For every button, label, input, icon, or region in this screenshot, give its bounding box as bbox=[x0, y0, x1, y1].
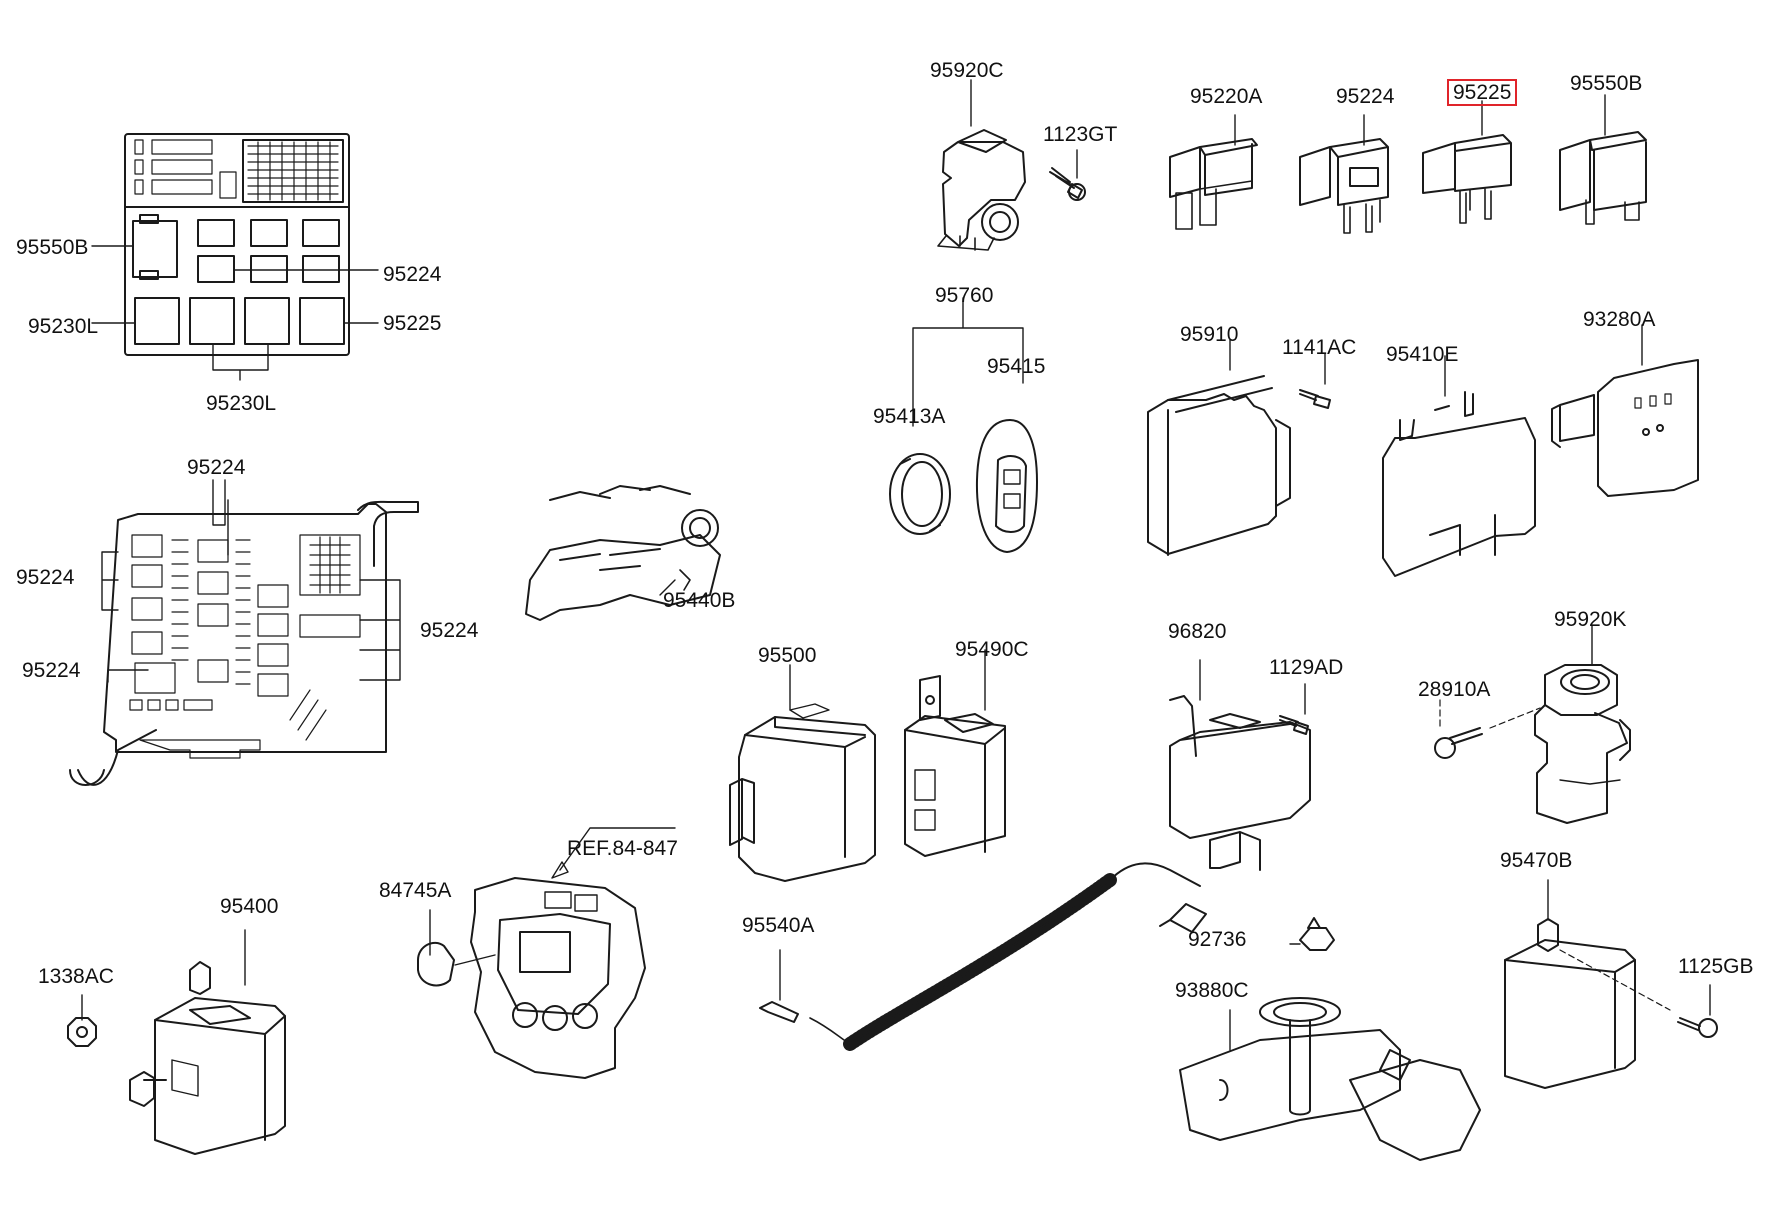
remote-set-95760 bbox=[889, 297, 1038, 553]
label-95920C: 95920C bbox=[930, 59, 1004, 82]
label-REF.84-847: REF.84-847 bbox=[567, 837, 678, 860]
module-95910 bbox=[1147, 339, 1291, 556]
label-95910: 95910 bbox=[1180, 323, 1239, 346]
ignition-lock-95440B bbox=[525, 485, 721, 621]
label-95415: 95415 bbox=[987, 355, 1046, 378]
module-95400 bbox=[129, 929, 286, 1155]
relay-95220A bbox=[1169, 114, 1258, 230]
label-95224-box: 95224 bbox=[383, 263, 442, 286]
label-95413A: 95413A bbox=[873, 405, 946, 428]
label-95760: 95760 bbox=[935, 284, 994, 307]
label-93880C: 93880C bbox=[1175, 979, 1249, 1002]
label-1338AC: 1338AC bbox=[38, 965, 114, 988]
label-95490C: 95490C bbox=[955, 638, 1029, 661]
switch-93280A bbox=[1551, 324, 1699, 497]
cap-84745A bbox=[417, 909, 496, 987]
label-1123GT: 1123GT bbox=[1043, 123, 1118, 146]
label-95224-jb-left2: 95224 bbox=[22, 659, 81, 682]
module-95470B bbox=[1504, 879, 1636, 1089]
bolt-1141AC bbox=[1299, 353, 1331, 409]
sensor-95920K bbox=[1534, 624, 1631, 824]
nut-1338AC bbox=[67, 994, 97, 1047]
clip-92736 bbox=[1289, 917, 1335, 951]
label-95224-jb-right: 95224 bbox=[420, 619, 479, 642]
label-95440B: 95440B bbox=[663, 589, 736, 612]
antenna-cable-95540A bbox=[759, 862, 1207, 1051]
label-95225-box: 95225 bbox=[383, 312, 442, 335]
relay-95225 bbox=[1422, 100, 1512, 224]
label-95230L-left: 95230L bbox=[28, 315, 99, 338]
label-1129AD: 1129AD bbox=[1269, 656, 1344, 679]
module-96820 bbox=[1169, 659, 1311, 871]
label-1141AC: 1141AC bbox=[1282, 336, 1357, 359]
label-95410E: 95410E bbox=[1386, 343, 1459, 366]
bolt-1129AD bbox=[1279, 683, 1309, 735]
bolt-1125GB bbox=[1559, 949, 1718, 1038]
mechanism-93880C bbox=[1179, 997, 1481, 1161]
label-95224-jb-top: 95224 bbox=[187, 456, 246, 479]
label-93280A: 93280A bbox=[1583, 308, 1656, 331]
label-95920K: 95920K bbox=[1554, 608, 1627, 631]
sensor-95920C bbox=[937, 79, 1026, 251]
label-95500: 95500 bbox=[758, 644, 817, 667]
junction-block-drawing bbox=[69, 479, 419, 786]
label-84745A: 84745A bbox=[379, 879, 452, 902]
label-28910A: 28910A bbox=[1418, 678, 1491, 701]
label-96820: 96820 bbox=[1168, 620, 1227, 643]
bolt-1123GT bbox=[1049, 149, 1086, 201]
label-92736: 92736 bbox=[1188, 928, 1247, 951]
module-95410E bbox=[1382, 355, 1536, 577]
dash-bezel bbox=[470, 827, 676, 1079]
relay-box-drawing bbox=[91, 133, 379, 381]
label-95220A: 95220A bbox=[1190, 85, 1263, 108]
label-95224-jb-left1: 95224 bbox=[16, 566, 75, 589]
label-1125GB: 1125GB bbox=[1678, 955, 1754, 978]
label-95225-highlighted[interactable]: 95225 bbox=[1447, 79, 1518, 106]
label-95540A: 95540A bbox=[742, 914, 815, 937]
label-95550B-top: 95550B bbox=[1570, 72, 1643, 95]
module-95500 bbox=[729, 664, 876, 882]
module-95490C bbox=[904, 649, 1006, 857]
label-95400: 95400 bbox=[220, 895, 279, 918]
bolt-28910A bbox=[1434, 699, 1541, 759]
label-95550B-left: 95550B bbox=[16, 236, 89, 259]
label-95470B: 95470B bbox=[1500, 849, 1573, 872]
label-95224-top: 95224 bbox=[1336, 85, 1395, 108]
relay-95550B bbox=[1559, 94, 1647, 225]
relay-95224 bbox=[1299, 114, 1389, 234]
label-95230L-bottom: 95230L bbox=[206, 392, 277, 415]
